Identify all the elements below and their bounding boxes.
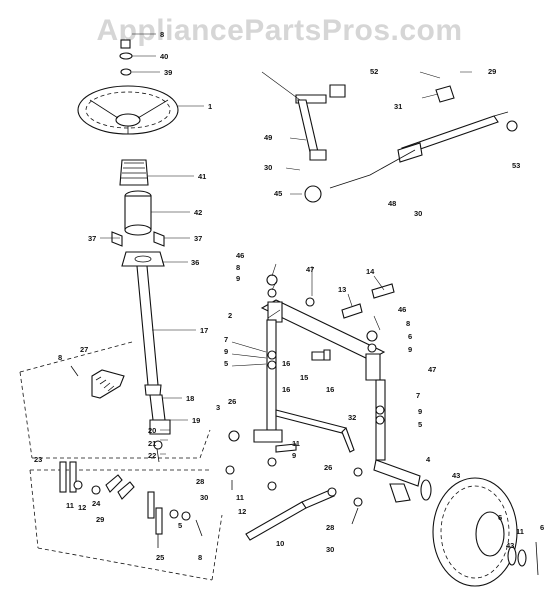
callout-29-a: 29 bbox=[96, 515, 104, 524]
axle-hardware-left bbox=[225, 430, 297, 491]
callout-5-b: 5 bbox=[224, 359, 228, 368]
steering-gear bbox=[119, 159, 149, 186]
callout-8-c: 8 bbox=[198, 553, 202, 562]
callout-30-c: 30 bbox=[200, 493, 208, 502]
right-spindle bbox=[366, 330, 432, 503]
frame-outline-left bbox=[19, 341, 223, 581]
drag-link bbox=[245, 487, 337, 541]
callout-53: 53 bbox=[512, 161, 520, 170]
front-axle bbox=[260, 299, 386, 381]
callout-16-c: 16 bbox=[326, 385, 334, 394]
callout-39: 39 bbox=[164, 68, 172, 77]
callout-16-b: 16 bbox=[282, 385, 290, 394]
callout-9-b: 9 bbox=[224, 347, 228, 356]
callout-20: 20 bbox=[148, 426, 156, 435]
callout-28-a: 28 bbox=[196, 477, 204, 486]
callout-12-a: 12 bbox=[78, 503, 86, 512]
lift-bracket bbox=[295, 84, 346, 203]
pitman-arm-parts bbox=[59, 461, 203, 548]
callout-6-b: 6 bbox=[498, 513, 502, 522]
callout-9-c: 9 bbox=[408, 345, 412, 354]
callout-7-a: 7 bbox=[224, 335, 228, 344]
pin bbox=[70, 365, 79, 377]
callout-49: 49 bbox=[264, 133, 272, 142]
front-wheel bbox=[432, 477, 539, 587]
callout-18: 18 bbox=[186, 394, 194, 403]
callout-9-e: 9 bbox=[292, 451, 296, 460]
callout-27: 27 bbox=[80, 345, 88, 354]
callout-24: 24 bbox=[92, 499, 101, 508]
callout-29-b: 29 bbox=[488, 67, 496, 76]
steering-bushing bbox=[124, 190, 152, 236]
callout-23: 23 bbox=[34, 455, 42, 464]
steering-support-bracket bbox=[111, 231, 165, 267]
callout-26-b: 26 bbox=[324, 463, 332, 472]
callout-32: 32 bbox=[348, 413, 356, 422]
callout-26-a: 26 bbox=[228, 397, 236, 406]
callout-22: 22 bbox=[148, 451, 156, 460]
callout-3: 3 bbox=[216, 403, 220, 412]
callout-11-a: 11 bbox=[66, 501, 74, 510]
callout-5-a: 5 bbox=[178, 521, 182, 530]
callout-37-left: 37 bbox=[88, 234, 96, 243]
callout-19: 19 bbox=[192, 416, 200, 425]
steering-wheel bbox=[77, 85, 179, 135]
callout-9-a: 9 bbox=[236, 274, 240, 283]
callout-6-c: 6 bbox=[540, 523, 544, 532]
callout-30-b: 30 bbox=[414, 209, 422, 218]
callout-52: 52 bbox=[370, 67, 378, 76]
steering-wheel-cap bbox=[119, 39, 133, 76]
sector-gear bbox=[91, 369, 125, 399]
callout-47-b: 47 bbox=[428, 365, 436, 374]
callout-9-d: 9 bbox=[418, 407, 422, 416]
callout-8: 8 bbox=[160, 30, 164, 39]
callout-7-b: 7 bbox=[416, 391, 420, 400]
callout-11-d: 11 bbox=[516, 527, 524, 536]
callout-17: 17 bbox=[200, 326, 208, 335]
callout-2: 2 bbox=[228, 311, 232, 320]
callout-leaders bbox=[100, 33, 472, 455]
watermark-text: AppliancePartsPros.com bbox=[96, 14, 463, 47]
callout-47-a: 47 bbox=[306, 265, 314, 274]
callout-40: 40 bbox=[160, 52, 168, 61]
callout-42: 42 bbox=[194, 208, 202, 217]
callout-8-d: 8 bbox=[236, 263, 240, 272]
callout-30-d: 30 bbox=[326, 545, 334, 554]
callout-1: 1 bbox=[208, 102, 212, 111]
drag-link-upper bbox=[329, 85, 518, 189]
callout-43-a: 43 bbox=[452, 471, 460, 480]
callout-25: 25 bbox=[156, 553, 164, 562]
callout-31: 31 bbox=[394, 102, 402, 111]
callout-8-pin: 8 bbox=[58, 353, 62, 362]
left-spindle bbox=[253, 274, 283, 443]
king-pin-bolts bbox=[305, 283, 395, 361]
tie-rod bbox=[275, 409, 363, 477]
callout-11-b: 11 bbox=[292, 439, 300, 448]
callout-48: 48 bbox=[388, 199, 396, 208]
callout-6-a: 6 bbox=[408, 332, 412, 341]
callout-43-b: 43 bbox=[506, 541, 514, 550]
callout-10: 10 bbox=[276, 539, 284, 548]
callout-46-b: 46 bbox=[398, 305, 406, 314]
axle-hardware-right bbox=[351, 497, 363, 525]
callout-21: 21 bbox=[148, 439, 156, 448]
callout-14: 14 bbox=[366, 267, 375, 276]
callout-12-b: 12 bbox=[238, 507, 246, 516]
callout-37-right: 37 bbox=[194, 234, 202, 243]
callout-36: 36 bbox=[191, 258, 199, 267]
callout-41: 41 bbox=[198, 172, 206, 181]
callout-16-a: 16 bbox=[282, 359, 290, 368]
callout-30-a: 30 bbox=[264, 163, 272, 172]
callout-13: 13 bbox=[338, 285, 346, 294]
callout-5-c: 5 bbox=[418, 420, 422, 429]
callout-28-b: 28 bbox=[326, 523, 334, 532]
callout-45: 45 bbox=[274, 189, 282, 198]
callout-8-e: 8 bbox=[406, 319, 410, 328]
steering-shaft bbox=[136, 265, 171, 463]
callout-4: 4 bbox=[426, 455, 431, 464]
callout-11-c: 11 bbox=[236, 493, 244, 502]
callout-46-a: 46 bbox=[236, 251, 244, 260]
callout-15: 15 bbox=[300, 373, 308, 382]
